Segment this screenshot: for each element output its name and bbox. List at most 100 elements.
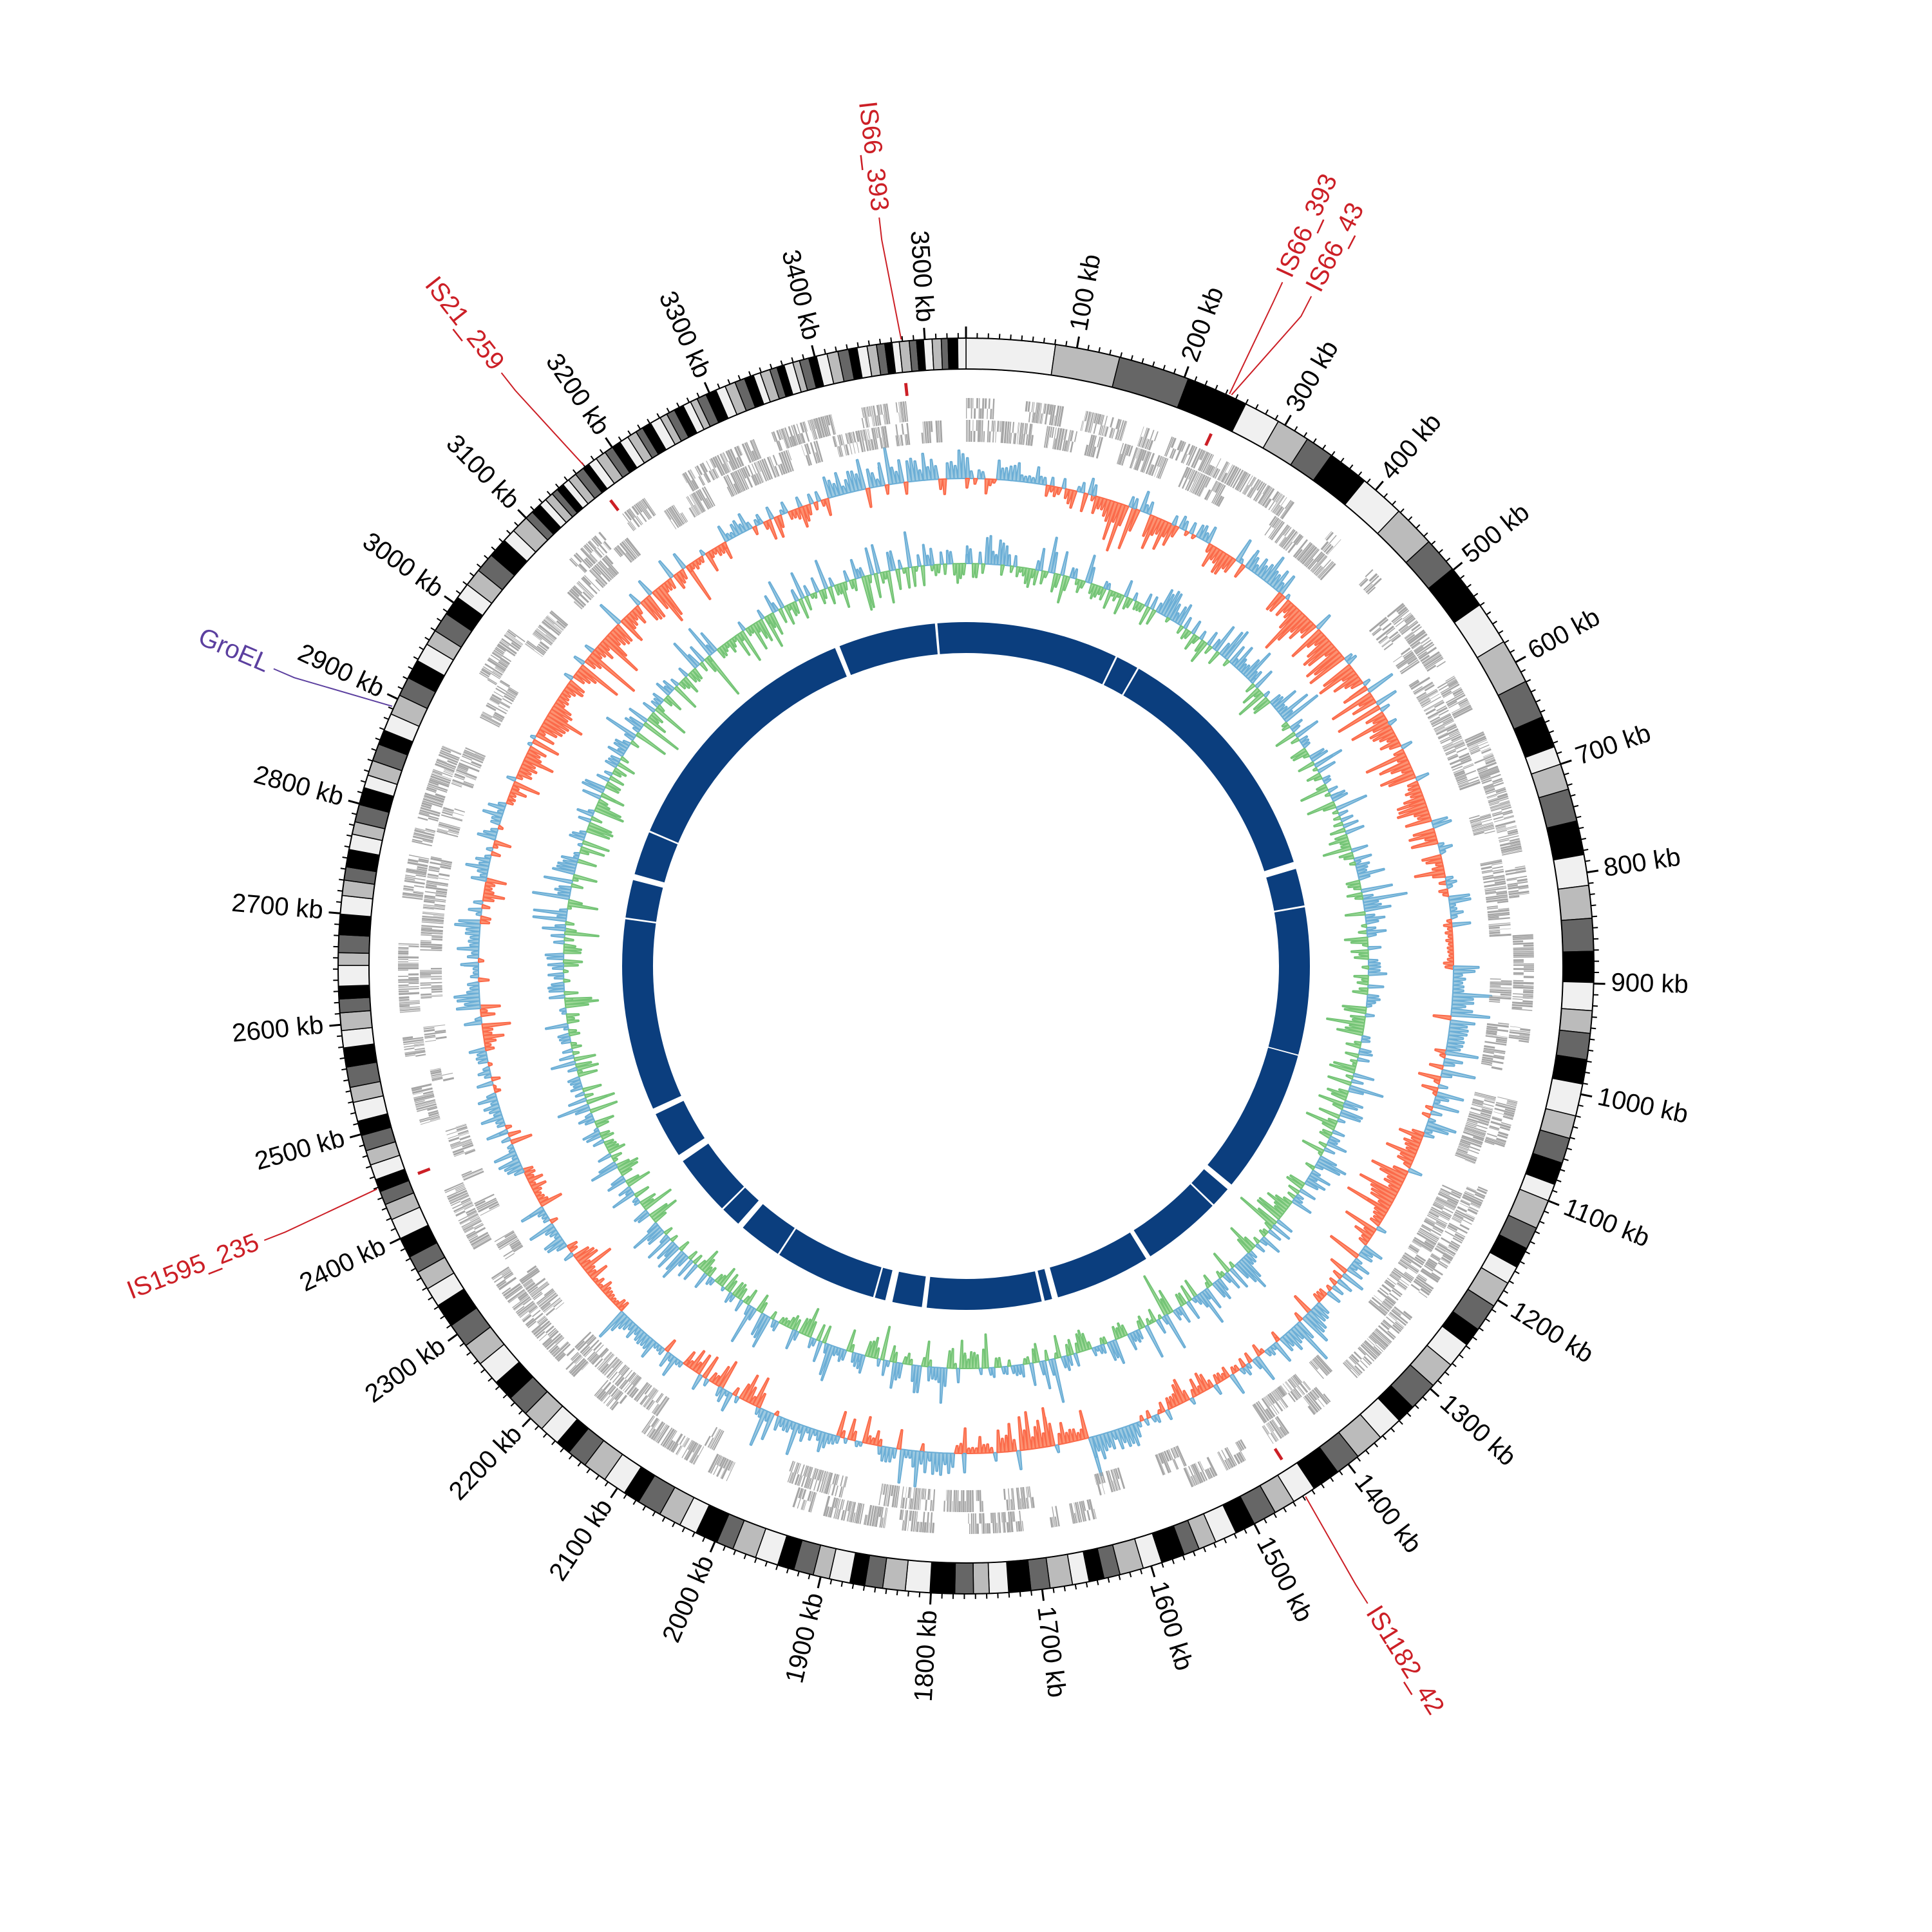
cds-feature (1492, 862, 1502, 866)
cds-feature (493, 1270, 512, 1283)
annotation-leader-line (878, 217, 902, 340)
cds-feature (899, 1509, 903, 1520)
cds-feature (703, 473, 709, 484)
annotation-leader-line (1305, 1496, 1368, 1604)
cds-feature (398, 956, 419, 959)
ideogram-band (1558, 1008, 1593, 1034)
cds-feature (1206, 1469, 1211, 1479)
minor-tick (495, 1385, 500, 1390)
cds-feature (1066, 430, 1072, 452)
cds-feature (1434, 1247, 1454, 1260)
minor-tick (770, 363, 773, 370)
cds-feature (1003, 421, 1008, 444)
minor-tick (661, 1517, 666, 1522)
cds-feature (1473, 828, 1495, 835)
minor-tick (1583, 849, 1589, 851)
cds-feature (1485, 1137, 1506, 1146)
cds-feature (832, 436, 837, 448)
minor-tick (1473, 592, 1479, 597)
cds-feature (544, 1298, 562, 1313)
cds-feature (802, 1465, 808, 1476)
cds-feature (420, 943, 442, 947)
cds-feature (548, 1337, 565, 1352)
cds-feature (1197, 451, 1208, 471)
cds-feature (1434, 1200, 1455, 1211)
cds-feature (838, 446, 842, 457)
cds-feature (1484, 1041, 1507, 1046)
cds-feature (1205, 477, 1211, 488)
cds-feature (895, 424, 900, 446)
cds-feature (796, 423, 804, 444)
cds-feature (1082, 1501, 1086, 1511)
cds-feature (1481, 869, 1493, 873)
cds-feature (1454, 1233, 1465, 1240)
cds-feature (493, 649, 512, 663)
gc-content-positive-bin (1106, 1330, 1141, 1365)
cds-feature (1424, 684, 1435, 692)
major-tick (389, 1237, 401, 1245)
cds-feature (431, 978, 442, 980)
cds-feature (1140, 451, 1149, 472)
cds-feature (834, 435, 840, 458)
cds-feature (1173, 1446, 1180, 1458)
minor-tick (1573, 1126, 1578, 1129)
cds-feature (1400, 620, 1417, 634)
cds-feature (729, 1461, 734, 1472)
annotation-leader-line (1231, 296, 1312, 395)
cds-feature (653, 1396, 668, 1415)
cds-feature (617, 545, 632, 563)
gc-content-negative-bin (1238, 683, 1271, 715)
cds-feature (1317, 1354, 1333, 1372)
minor-tick (1358, 471, 1363, 477)
cds-feature (421, 934, 443, 937)
cds-feature (1490, 1121, 1511, 1129)
cds-feature (1097, 413, 1102, 424)
cds-feature (1262, 485, 1269, 495)
cds-feature (446, 1128, 468, 1135)
cds-feature (800, 1499, 805, 1510)
minor-tick (1408, 516, 1413, 521)
cds-feature (808, 1468, 815, 1490)
cds-feature (1148, 440, 1154, 451)
cds-feature (515, 1305, 525, 1313)
cds-feature (1405, 616, 1415, 624)
cds-feature (1484, 757, 1495, 762)
cds-feature (623, 540, 638, 558)
cds-feature (1119, 421, 1126, 441)
cds-feature (459, 1213, 478, 1224)
cds-feature (430, 1068, 441, 1071)
cds-feature (504, 634, 522, 648)
cds-feature (570, 1352, 579, 1360)
cds-feature (1320, 541, 1329, 551)
cds-feature (1240, 1439, 1247, 1449)
cds-feature (1513, 954, 1534, 957)
cds-feature (1506, 878, 1517, 882)
cds-feature (1214, 485, 1226, 505)
cds-feature (835, 1485, 838, 1497)
gc-content-negative-bin (1164, 616, 1200, 650)
minor-tick (506, 529, 511, 535)
is-marker (609, 499, 620, 511)
cds-feature (974, 408, 976, 419)
cds-feature (476, 1197, 497, 1209)
cds-feature (898, 435, 900, 446)
cds-feature (630, 1374, 638, 1383)
cds-feature (513, 1296, 531, 1311)
ideogram-band (337, 985, 371, 1000)
cds-feature (1354, 1365, 1363, 1374)
cds-feature (415, 1054, 426, 1057)
cds-feature (1379, 637, 1389, 645)
cds-feature (682, 473, 695, 492)
minor-tick (1589, 893, 1595, 895)
cds-feature (1053, 415, 1056, 426)
cds-feature (772, 455, 778, 466)
major-tick (1253, 1523, 1261, 1535)
cds-feature (878, 1483, 884, 1506)
gc-skew-negative-bin (664, 1339, 690, 1366)
cds-feature (776, 430, 782, 440)
cds-feature (1502, 1115, 1513, 1121)
cds-feature (1506, 875, 1528, 880)
cds-feature (641, 1415, 654, 1433)
cds-feature (1293, 1388, 1301, 1399)
cds-feature (462, 1218, 481, 1229)
